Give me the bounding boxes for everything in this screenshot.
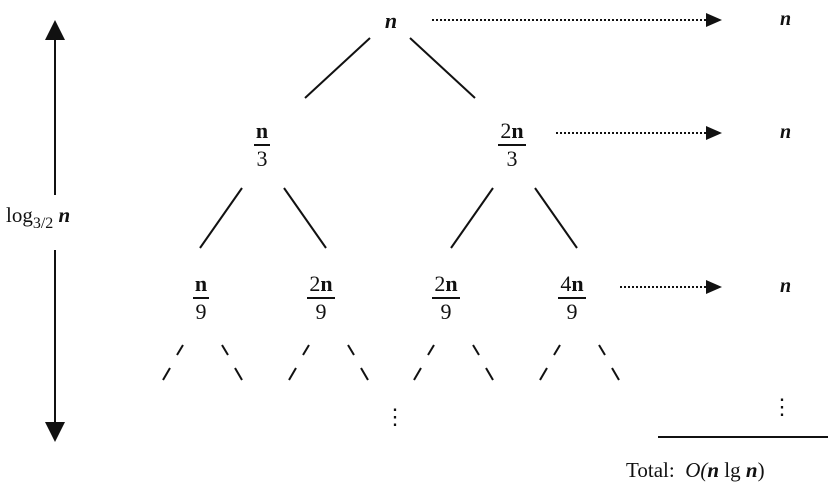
cost-level-1: n (780, 121, 792, 143)
dashed-continuations (162, 344, 620, 381)
edge-root-right (409, 37, 476, 99)
cost-level-2: n (780, 275, 792, 297)
tree-vdots: ⋮ (384, 404, 406, 429)
cost-arrows (432, 13, 722, 294)
root-node: n (384, 8, 398, 33)
edge-l1b-left (450, 187, 494, 249)
edge-l1a-left (199, 187, 243, 249)
cost-vdots: ⋮ (771, 394, 793, 419)
edge-l1a-right (283, 187, 327, 249)
edge-l1b-right (534, 187, 578, 249)
total-cost: Total: O(n lg n) (626, 458, 765, 482)
cost-level-0: n (780, 8, 792, 30)
edge-root-left (304, 37, 371, 99)
tree-height-label: log3/2 n (6, 203, 71, 232)
